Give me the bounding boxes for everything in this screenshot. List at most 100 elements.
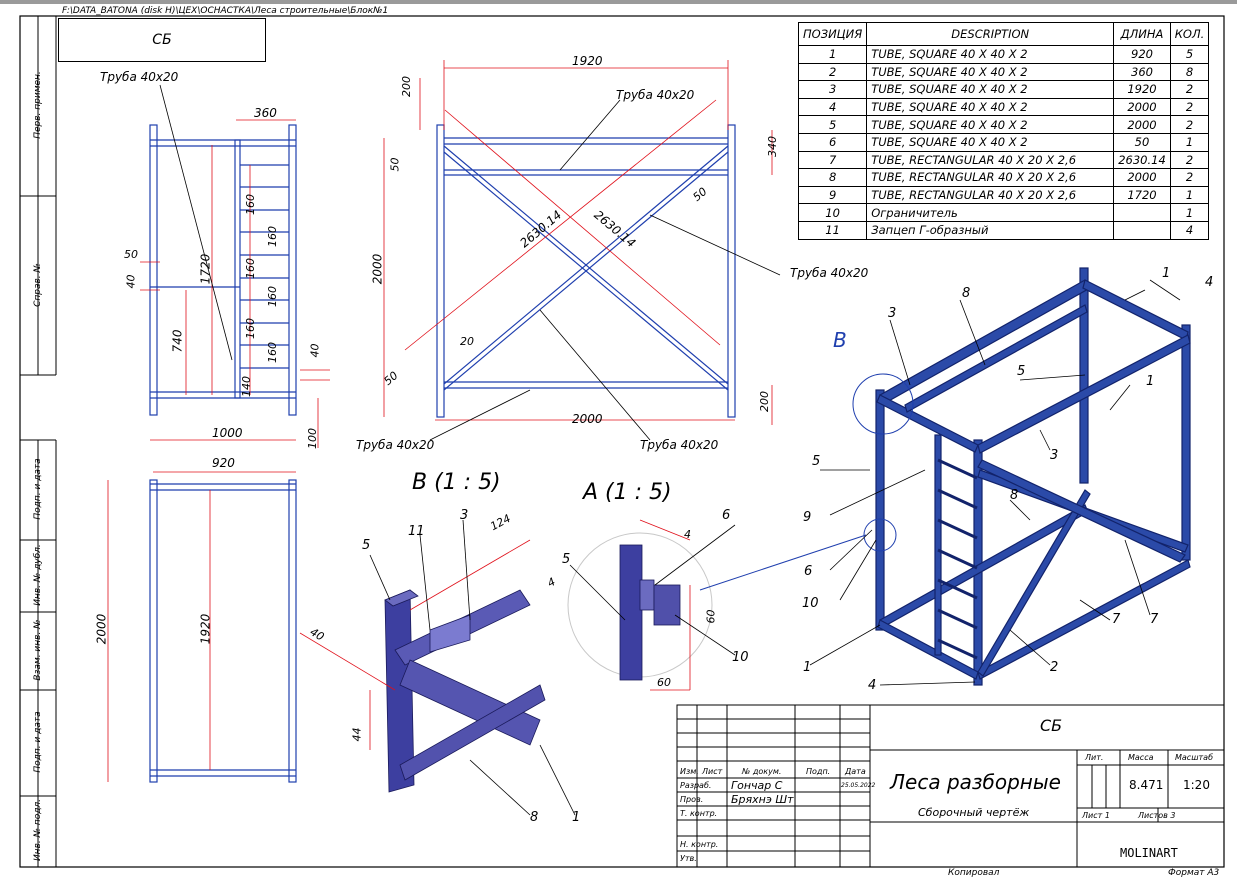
bom-header-pos: ПОЗИЦИЯ [797, 22, 868, 46]
tb-scale: 1:20 [1183, 778, 1210, 792]
bom-qty: 2 [1169, 168, 1210, 187]
bom-header-row: ПОЗИЦИЯ DESCRIPTION ДЛИНА КОЛ. [797, 22, 1210, 46]
bom-table: ПОЗИЦИЯ DESCRIPTION ДЛИНА КОЛ. 1 TUBE, SQ… [797, 22, 1210, 240]
bom-qty: 1 [1169, 203, 1210, 222]
callout-leaders [159, 84, 1181, 816]
dim-1920: 1920 [572, 54, 603, 68]
dim-340: 340 [766, 136, 779, 157]
bom-len: 2630.14 [1113, 150, 1171, 170]
detail-b-callout-8: 8 [530, 810, 539, 825]
dim-1000: 1000 [212, 426, 243, 440]
tb-date-razrab: 25.05.2022 [841, 782, 876, 789]
tb-mass: 8.471 [1129, 778, 1164, 792]
detail-a-dims [639, 519, 691, 691]
detail-b-callout-5: 5 [362, 538, 371, 553]
tb-role-utv: Утв. [680, 854, 697, 863]
detail-b-callout-1: 1 [572, 810, 581, 825]
bom-len: 2000 [1113, 168, 1171, 187]
dim-740: 740 [170, 329, 185, 353]
dim-2000v: 2000 [370, 253, 385, 285]
dim-2000-top: 2000 [94, 613, 109, 645]
dim-160-3: 160 [244, 258, 257, 279]
bom-pos: 10 [797, 203, 868, 222]
dim-50: 50 [124, 248, 138, 261]
title-block-code: СБ [1040, 716, 1063, 735]
bom-qty: 8 [1169, 62, 1210, 82]
tb-lit-label: Лит. [1085, 753, 1104, 762]
bom-desc: Ограничитель [866, 203, 1115, 222]
detail-a-dim-60h: 60 [657, 676, 671, 689]
bom-pos: 9 [797, 185, 868, 205]
tb-col-dokum: № докум. [742, 767, 782, 776]
iso-detail-a-leader [699, 534, 867, 591]
tb-sheets: Листов 3 [1138, 811, 1176, 820]
bom-len: 50 [1113, 132, 1171, 152]
dim-920: 920 [212, 456, 235, 470]
detail-b-dims [299, 539, 531, 750]
tb-col-podp: Подп. [806, 767, 831, 776]
left-strip [20, 16, 57, 867]
bom-len: 360 [1113, 62, 1171, 82]
iso-callout-10: 10 [802, 596, 819, 611]
bom-desc: TUBE, RECTANGULAR 40 X 20 X 2,6 [866, 185, 1115, 205]
bom-qty: 2 [1169, 115, 1210, 134]
bom-desc: TUBE, SQUARE 40 X 40 X 2 [866, 62, 1115, 82]
tb-name-razrab: Гончар С [731, 779, 783, 792]
detail-a-dim-60v: 60 [704, 609, 718, 624]
bom-desc: TUBE, RECTANGULAR 40 X 20 X 2,6 [866, 168, 1115, 187]
dim-160-2: 160 [266, 226, 279, 247]
bom-header-desc: DESCRIPTION [866, 22, 1115, 46]
strip-perv-primen: Перв. примен. [33, 71, 43, 139]
top-view [149, 479, 297, 783]
bom-len [1113, 203, 1171, 222]
bom-qty: 2 [1169, 150, 1210, 170]
bom-pos: 7 [797, 150, 868, 170]
bom-pos: 3 [797, 80, 868, 99]
iso-callout-9: 9 [803, 510, 812, 525]
bom-pos: 11 [797, 220, 868, 240]
front-label-3: Труба 40х20 [356, 438, 435, 452]
tb-role-nkontr: Н. контр. [680, 840, 719, 849]
bom-len: 2000 [1113, 115, 1171, 134]
detail-b-dim-44: 44 [350, 727, 364, 742]
detail-b [384, 589, 546, 793]
dim-1920-top: 1920 [198, 613, 213, 645]
bom-desc: TUBE, SQUARE 40 X 40 X 2 [866, 97, 1115, 117]
iso-callout-7b: 7 [1150, 612, 1159, 627]
bom-qty: 2 [1169, 80, 1210, 99]
bom-desc: TUBE, SQUARE 40 X 40 X 2 [866, 80, 1115, 99]
tb-company: MOLINART [1120, 846, 1178, 860]
dim-2000h: 2000 [572, 412, 603, 426]
bom-len: 1920 [1113, 80, 1171, 99]
tb-role-prov: Пров. [680, 795, 704, 804]
tb-name-prov: Бряхнэ Шт [731, 793, 794, 806]
footer-format: Формат А3 [1168, 868, 1220, 878]
iso-callout-8b: 8 [1010, 488, 1019, 503]
front-view-dims [383, 60, 773, 425]
file-path: F:\DATA_BATONA (disk H)\ЦЕХ\ОСНАСТКА\Лес… [62, 6, 389, 16]
bom-pos: 6 [797, 132, 868, 152]
iso-callout-2: 2 [1050, 660, 1059, 675]
detail-a-callout-6: 6 [722, 508, 731, 523]
bom-pos: 5 [797, 115, 868, 134]
dim-50a: 50 [388, 157, 402, 172]
dim-40a: 40 [124, 274, 138, 289]
bom-qty: 4 [1169, 220, 1210, 240]
iso-callout-1c: 1 [803, 660, 812, 675]
tb-col-izm: Изм. [680, 767, 699, 776]
front-label-4: Труба 40х20 [640, 438, 719, 452]
detail-a [619, 544, 681, 681]
dim-160-6: 160 [266, 342, 279, 363]
iso-callout-5a: 5 [1017, 364, 1026, 379]
strip-inv-podl: Инв. № подл. [33, 798, 43, 862]
sheet-border [19, 15, 1225, 868]
dim-200b: 200 [758, 391, 771, 412]
title-block-frame [676, 704, 1225, 868]
